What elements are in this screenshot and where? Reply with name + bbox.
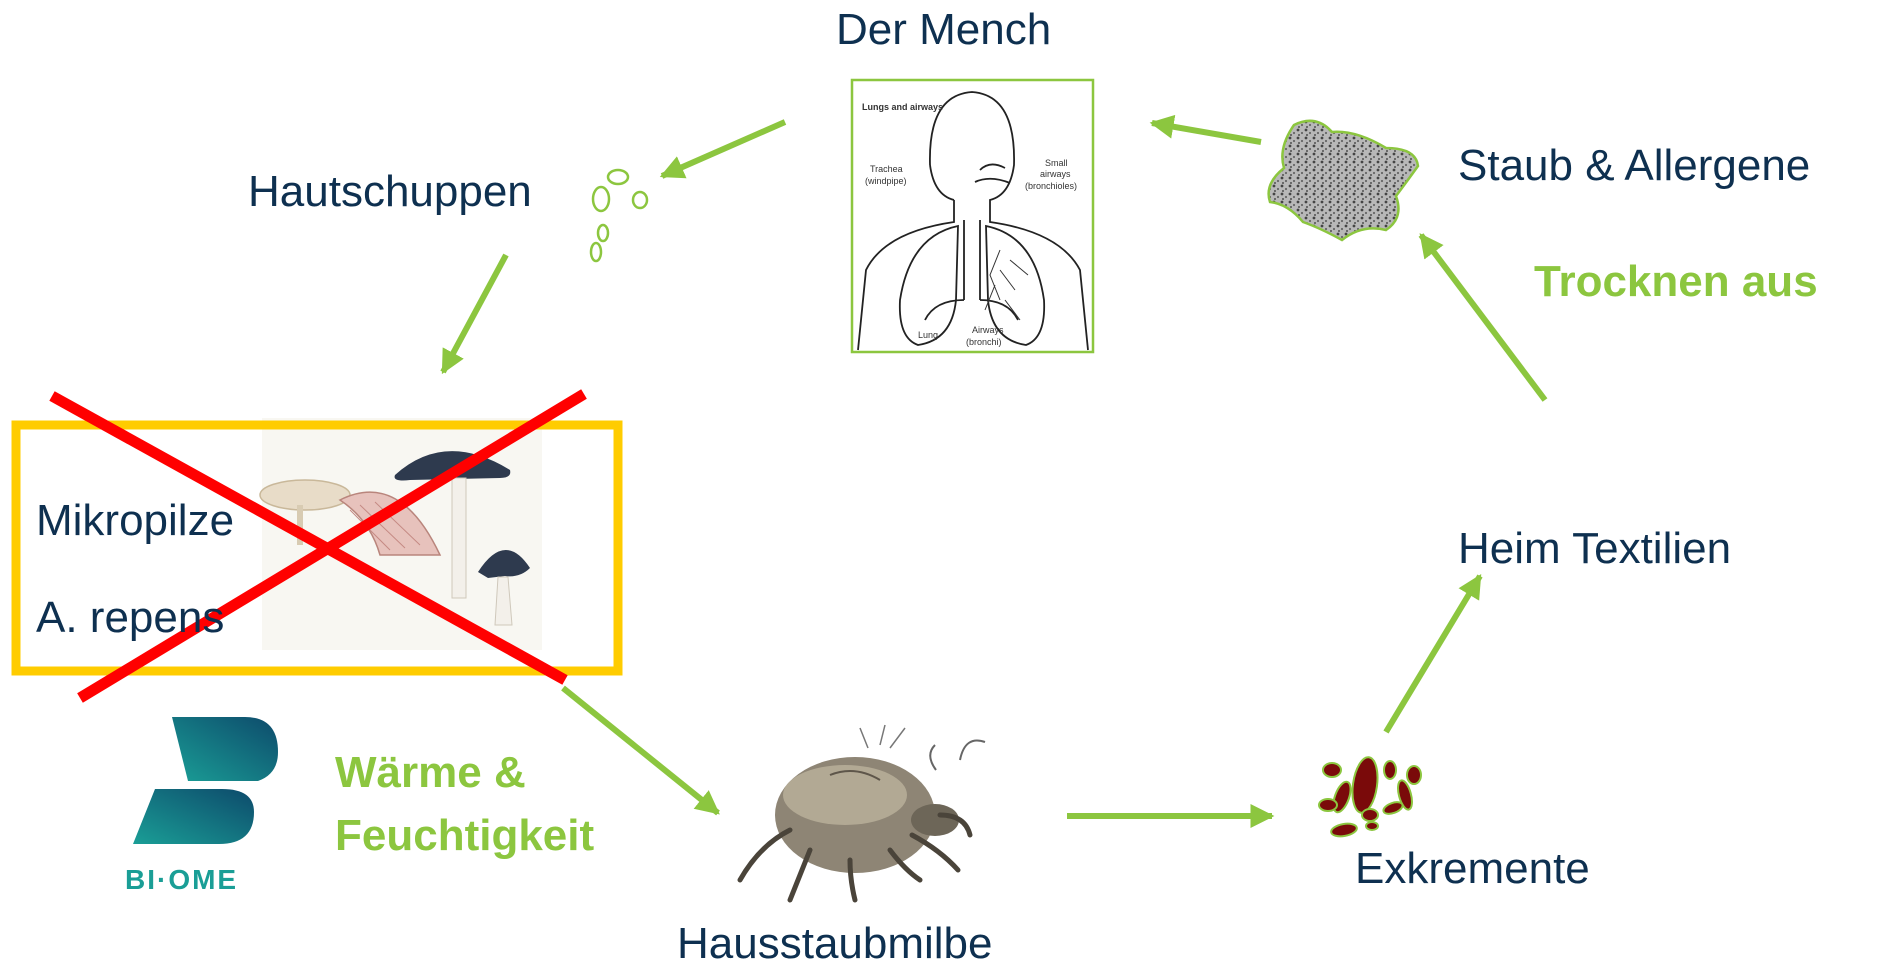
- node-label-mite: Hausstaubmilbe: [677, 922, 993, 966]
- excrement-pellets-icon: [1319, 756, 1421, 839]
- node-label-fungi-species: A. repens: [36, 596, 224, 640]
- lung-label-trachea-sub: (windpipe): [865, 176, 907, 186]
- lung-label-small: Small: [1045, 158, 1068, 168]
- node-label-dust: Staub & Allergene: [1458, 144, 1810, 188]
- arrow-excrement-to-textiles: [1386, 576, 1480, 732]
- arrow-human-to-flakes: [662, 122, 785, 176]
- node-label-skin-flakes: Hautschuppen: [248, 170, 532, 214]
- condition-label-warm: Wärme &: [335, 751, 526, 795]
- node-label-excrement: Exkremente: [1355, 847, 1590, 891]
- lungs-diagram-icon: Lungs and airways Trachea (windpipe) Sma…: [852, 80, 1093, 352]
- node-label-textiles: Heim Textilien: [1458, 527, 1731, 571]
- node-label-fungi: Mikropilze: [36, 499, 234, 543]
- skin-flakes-icon: [591, 170, 647, 261]
- dust-particle-icon: [1269, 121, 1418, 240]
- lung-label-airways2: airways: [1040, 169, 1071, 179]
- lung-label-lung: Lung: [918, 330, 938, 340]
- biome-logo-text: BI·OME: [125, 864, 238, 896]
- arrow-fungi-to-mite: [563, 688, 718, 813]
- lung-label-trachea: Trachea: [870, 164, 903, 174]
- arrow-dust-to-human: [1152, 123, 1261, 142]
- lung-label-bronchioles: (bronchioles): [1025, 181, 1077, 191]
- arrow-flakes-to-fungi: [443, 255, 506, 372]
- biome-logo-icon: [133, 717, 278, 844]
- condition-label-humidity: Feuchtigkeit: [335, 814, 594, 858]
- lung-label-airways: Airways: [972, 325, 1004, 335]
- lung-label-bronchi: (bronchi): [966, 337, 1002, 347]
- dust-mite-icon: [740, 725, 985, 900]
- node-label-human: Der Mench: [836, 8, 1051, 52]
- lung-figure-title: Lungs and airways: [862, 102, 943, 112]
- condition-label-dry: Trocknen aus: [1534, 260, 1818, 304]
- arrow-textiles-to-dust: [1421, 235, 1545, 400]
